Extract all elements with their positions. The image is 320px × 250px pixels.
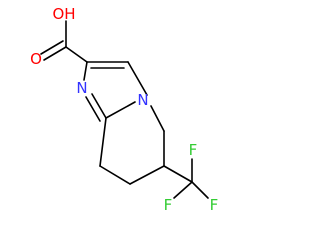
bond-cooh-c-o-double-b [40,40,64,55]
fluorine-top-label: F [189,141,198,159]
bond-c6-cf3 [163,165,193,183]
imine-nitrogen-label: N [76,79,87,97]
bond-c3-n4 [127,61,148,96]
bond-cf3-f-left [173,181,193,199]
bridgehead-nitrogen-label: N [137,91,148,109]
bond-c8-c8a [99,117,107,167]
carbonyl-oxygen-label: O [30,50,42,68]
molecule-canvas: OH O N N F F F [30,5,219,214]
bond-n4-c5 [150,105,165,132]
bond-n1-c8a-double-a [91,93,107,119]
bond-c2-n1 [83,61,88,81]
bond-c8a-n4 [105,101,136,119]
bond-c6-c7 [129,165,165,185]
hydroxyl-label: OH [52,5,75,23]
fluorine-left-label: F [164,196,173,214]
bond-c2-cooh [65,46,88,63]
fluorine-right-label: F [210,196,219,214]
bond-cooh-c-o-double-a [43,46,67,61]
bond-n1-c8a-double-b [85,96,101,122]
bond-c7-c8 [99,165,131,185]
bond-cf3-f-right [191,181,209,199]
